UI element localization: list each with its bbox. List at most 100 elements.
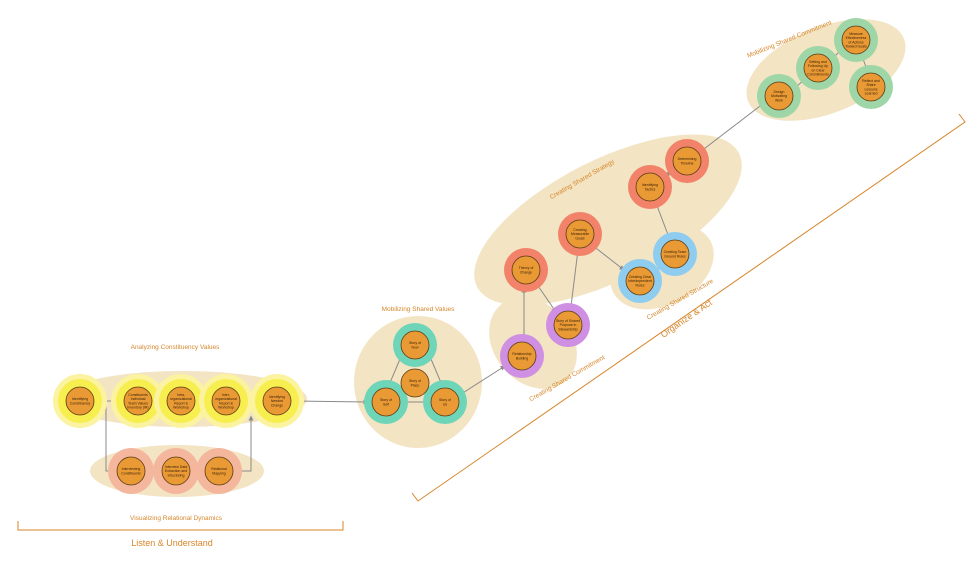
node-label-line: Work [775,98,783,102]
node-label-line: Report & [174,401,188,405]
node-label-line: Constituents [121,471,141,475]
node-label-line: Timeline [680,161,693,165]
node-core [764,81,794,111]
node-label-line: Building [516,356,529,360]
node-label-line: Identifying [642,183,658,187]
node-label-line: Constituency [70,401,90,405]
node-label-line: Constituents [128,393,148,397]
node-label-line: Needed [271,399,283,403]
group-label-relational: Visualizing Relational Dynamics [130,515,223,522]
node-label-line: Design [774,90,785,94]
node-label-line: Goals [575,236,584,240]
connector [699,102,765,153]
node-label-line: Individual [131,397,146,401]
node-core [660,239,690,269]
phase-label-listen: Listen & Understand [131,538,213,548]
node-core [507,341,537,371]
node-label-line: Story of [439,398,451,402]
group-bg-strategy [474,134,742,306]
connector [292,399,369,405]
node-label-line: Self [383,402,389,406]
node-label-line: Theory of [519,266,534,270]
node-label-line: Learned [865,92,878,96]
node-label-line: Story of [409,379,421,383]
node-label-line: Mapping [212,471,225,475]
node-label-line: Lessons [864,87,877,91]
node-core [262,386,292,416]
bracket-listen-understand [17,521,344,531]
node-label-line: Interview Data [165,465,187,469]
node-core [400,330,430,360]
node-core [841,25,871,55]
node-label-line: Interdependent [628,279,652,283]
node-label-line: organizational [170,397,192,401]
node-label-line: Reflect and [862,79,880,83]
node-core [553,310,583,340]
node-label-line: Inventory (IR) [127,406,148,410]
node-label-line: Change [520,270,532,274]
node-core [204,456,234,486]
node-label-line: Structuring [168,473,185,477]
node-label-line: Story of [380,398,392,402]
node-label-line: Story of [409,341,421,345]
node-label-line: Relationship [512,352,531,356]
phase-brackets [17,113,966,531]
node-label-line: Extraction and [165,469,187,473]
node-label-line: Toward Goals [845,45,867,49]
node-label-line: Tactics [645,187,656,191]
node-label-line: Workshop [218,406,234,410]
node-core [161,456,191,486]
node-core [565,219,595,249]
node-label-line: on Clear [811,68,825,72]
node-label-line: Story of Shared [556,319,580,323]
node-core [65,386,95,416]
node-core [400,368,430,398]
node-label-line: Effectiveness [846,36,867,40]
node-label-line: Commitments [807,73,829,77]
node-label-line: Measurable [571,232,589,236]
node-label-line: Following Up [808,64,828,68]
node-label-line: Interviewing [122,467,141,471]
node-label-line: Report & [219,401,233,405]
